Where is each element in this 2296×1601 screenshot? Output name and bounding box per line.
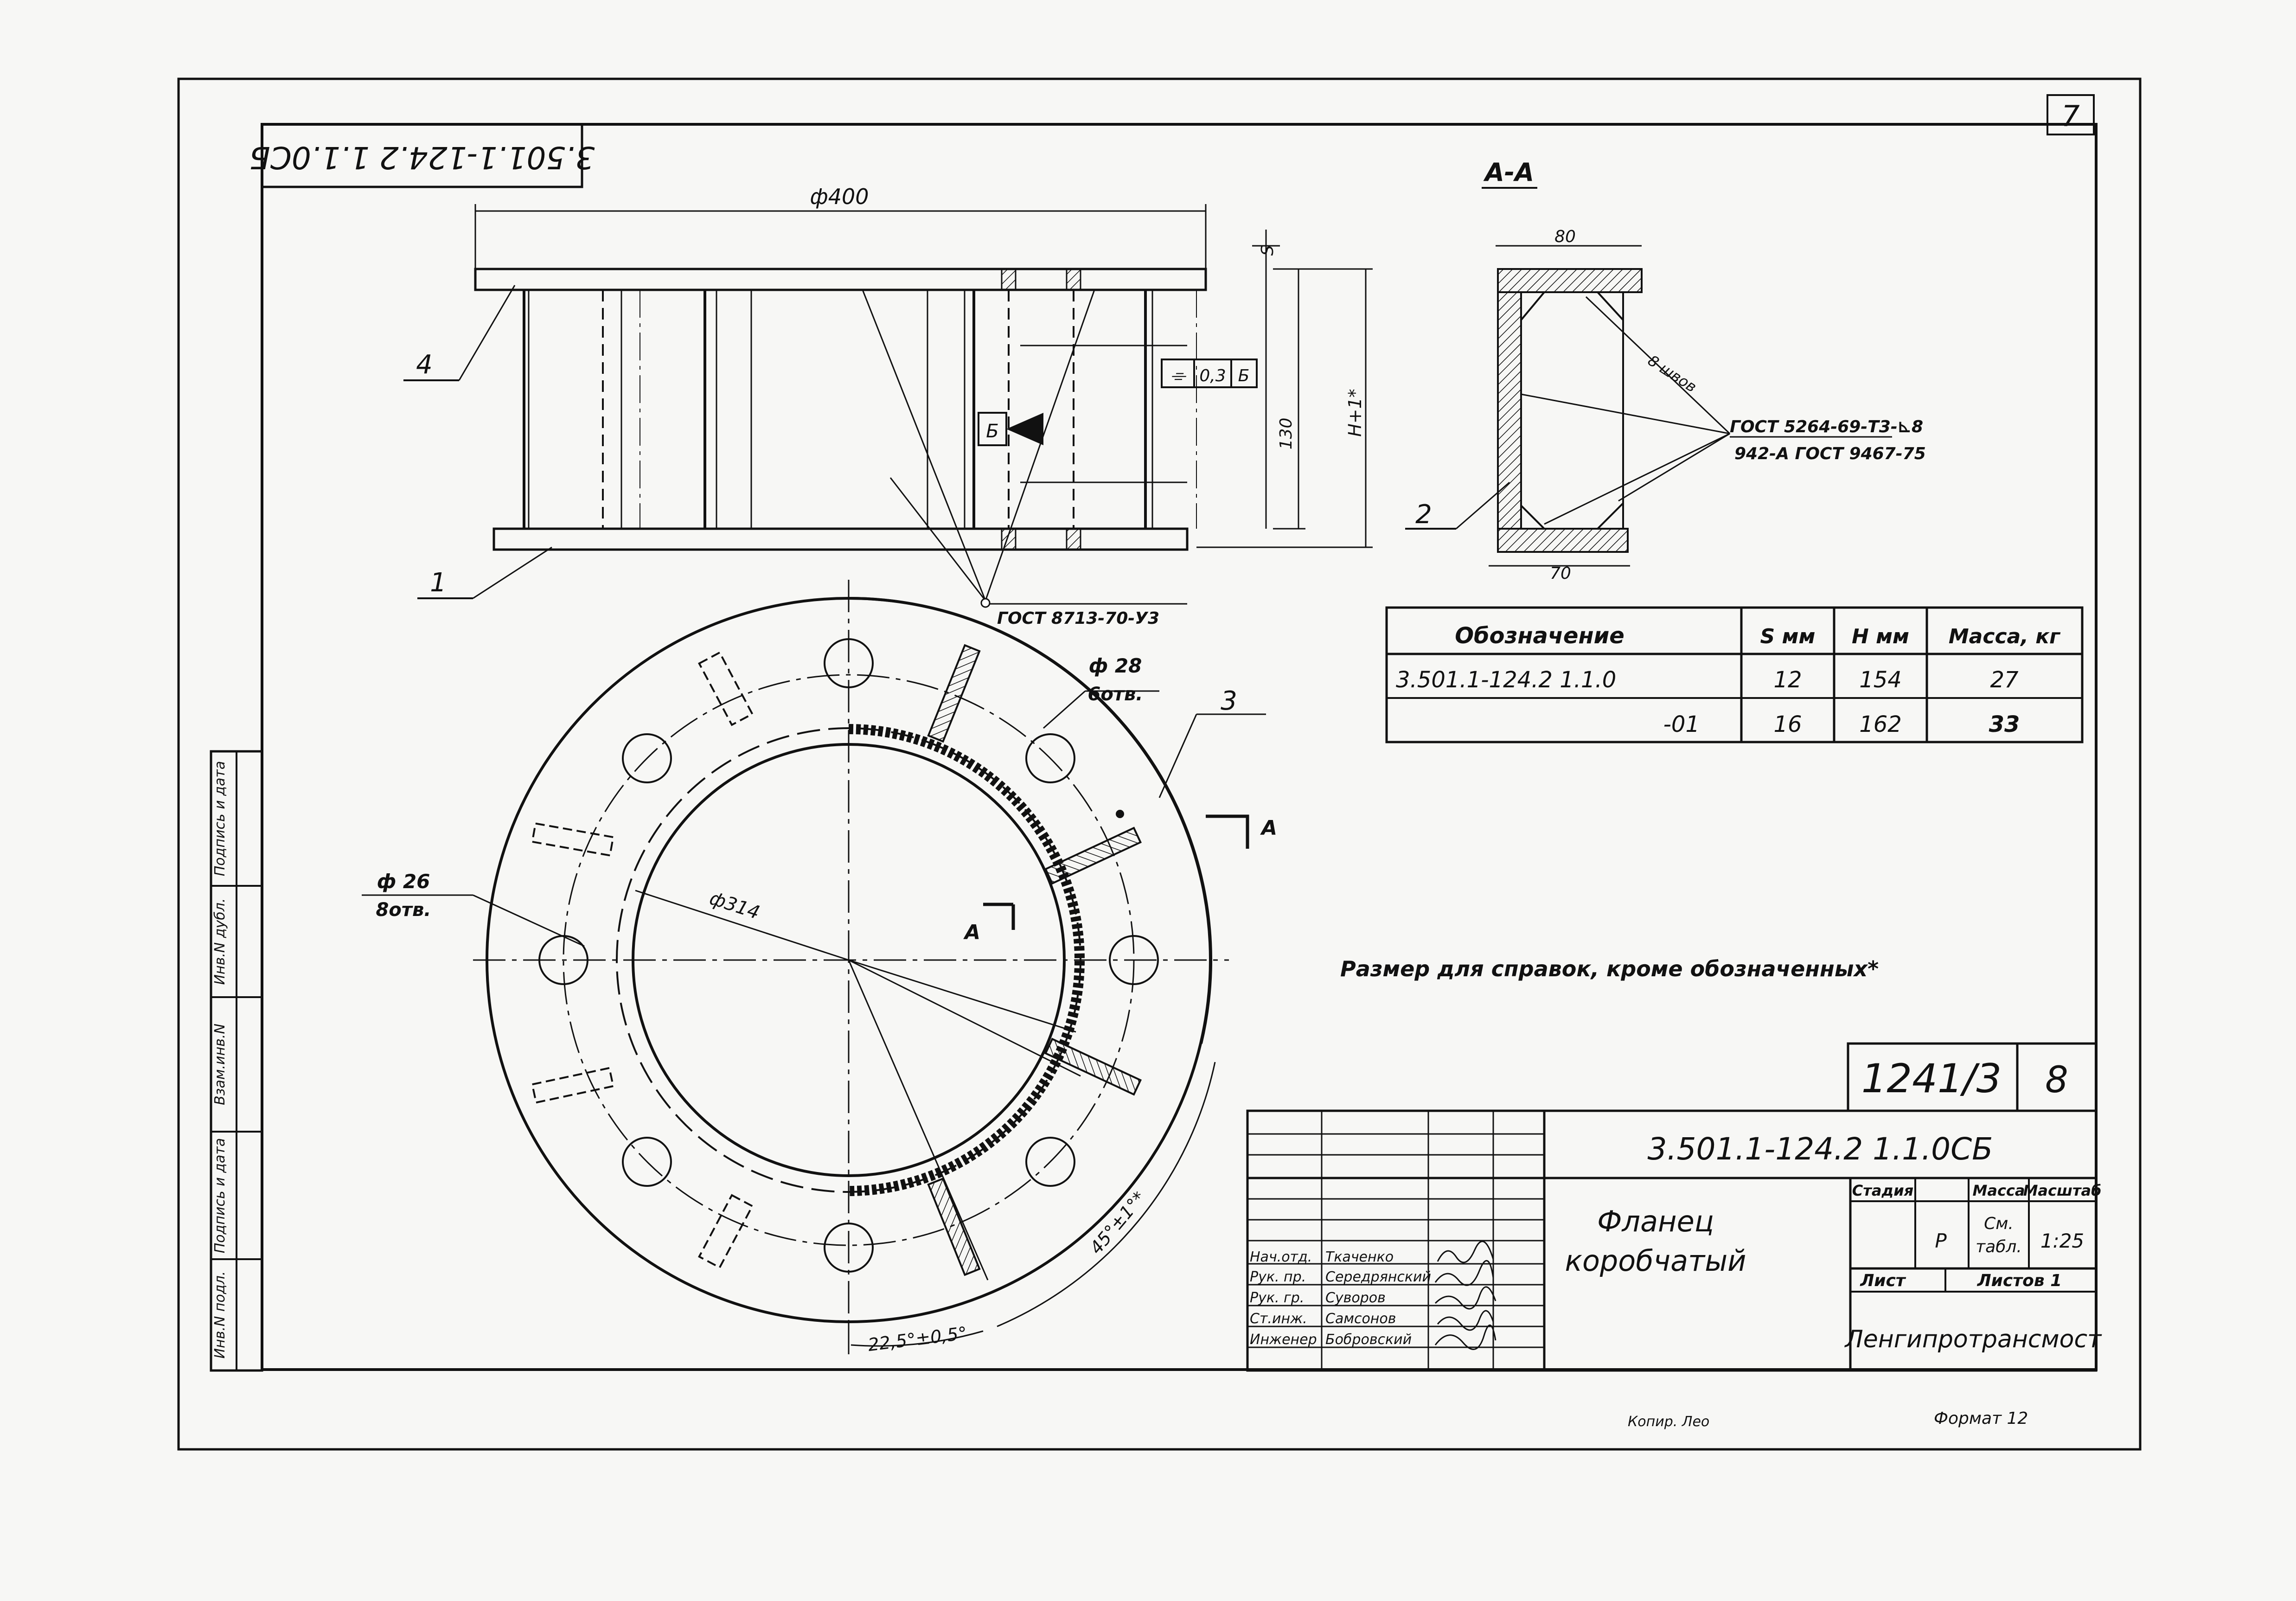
note: Размер для справок, кроме обозначенных* — [1340, 956, 1879, 981]
plan-view: ф 28 6отв. ф 26 8отв. ф314 45°±1°* 22,5°… — [362, 580, 1277, 1355]
tolerance-frame: ⌯ 0,3 Б — [1161, 359, 1258, 388]
strip-label-1: Инв.N подл. — [212, 1271, 228, 1359]
svg-text:Масштаб: Масштаб — [2023, 1182, 2102, 1199]
top-plate — [474, 268, 1207, 291]
rotated-code-box — [261, 123, 583, 188]
dim-h: Н+1* — [1345, 389, 1365, 437]
title-block: 1241/3 8 3.501.1-124.2 1.1.0СБ Нач.отд. … — [1246, 1042, 2102, 1372]
album-number: 1241/3 — [1861, 1056, 2002, 1102]
datum-triangle — [1006, 413, 1043, 445]
part-name-2: коробчатый — [1565, 1244, 1746, 1278]
svg-text:Самсонов: Самсонов — [1325, 1311, 1396, 1327]
spec-table: Обозначение S мм H мм Масса, кг 3.501.1-… — [1385, 606, 2084, 743]
bolt-holes — [538, 638, 1159, 1273]
svg-text:Б: Б — [986, 421, 998, 442]
strip-label-5: Подпись и дата — [212, 761, 228, 877]
bottom-plate — [492, 527, 1189, 551]
svg-text:Суворов: Суворов — [1325, 1290, 1386, 1306]
side-strip: Инв.N подл. Подпись и дата Взам.инв.N Ин… — [210, 750, 263, 1372]
svg-text:Бобровский: Бобровский — [1325, 1332, 1412, 1348]
dim-130: 130 — [1277, 418, 1296, 450]
svg-text:8 швов: 8 швов — [1645, 352, 1700, 396]
cut-mark-a: А — [1260, 816, 1277, 840]
strip-label-3: Взам.инв.N — [212, 1024, 228, 1105]
doc-code: 3.501.1-124.2 1.1.0СБ — [1648, 1131, 1993, 1167]
svg-text:70: 70 — [1550, 564, 1571, 583]
gost-weld: ГОСТ 8713-70-У3 — [997, 609, 1159, 628]
page-number: 8 — [2045, 1059, 2068, 1101]
svg-text:Масса: Масса — [1973, 1182, 2025, 1199]
svg-text:Р: Р — [1935, 1230, 1947, 1252]
svg-text:Середрянский: Середрянский — [1325, 1269, 1431, 1285]
spec-header-s: S мм — [1760, 625, 1816, 648]
dia-314: ф314 — [707, 888, 762, 924]
pos-1: 1 — [430, 568, 447, 598]
copy-mark: Копир. Лео — [1628, 1414, 1709, 1430]
holes-28: ф 28 — [1089, 654, 1142, 677]
svg-text:0,3: 0,3 — [1199, 366, 1226, 385]
pos-3: 3 — [1221, 686, 1237, 716]
signatures — [1434, 1241, 1497, 1350]
section-a-a: А-А 80 70 8 швов ГОСТ 5264-69-Т3-⊾8 942-… — [1405, 158, 1926, 583]
outer-border — [177, 77, 2142, 1451]
spec-row-1-designation: 3.501.1-124.2 1.1.0 — [1396, 667, 1616, 693]
inner-frame — [261, 123, 2098, 1371]
svg-text:Б: Б — [1238, 366, 1250, 385]
pos-2: 2 — [1415, 500, 1432, 530]
dim-s: S — [1258, 245, 1277, 256]
svg-text:1:25: 1:25 — [2040, 1230, 2084, 1252]
sheet-number: 7 — [2061, 99, 2079, 133]
part-name-1: Фланец — [1597, 1204, 1714, 1238]
svg-text:Нач.отд.: Нач.отд. — [1250, 1249, 1312, 1265]
pos-4: 4 — [416, 350, 433, 380]
strip-label-4: Инв.N дубл. — [212, 898, 228, 985]
spec-header-mass: Масса, кг — [1949, 625, 2061, 648]
spec-header-h: H мм — [1852, 625, 1909, 648]
rotated-code: 3.501.1-124.2 1.1.0СБ — [249, 140, 595, 175]
svg-text:Рук. гр.: Рук. гр. — [1250, 1290, 1304, 1306]
svg-text:942-А ГОСТ 9467-75: 942-А ГОСТ 9467-75 — [1734, 444, 1926, 463]
svg-text:Стадия: Стадия — [1852, 1182, 1913, 1199]
holes-28-count: 6отв. — [1087, 684, 1143, 705]
svg-text:16: 16 — [1773, 711, 1802, 737]
holes-26: ф 26 — [377, 870, 430, 893]
dim-dia-400: ф400 — [810, 184, 869, 209]
svg-text:Рук. пр.: Рук. пр. — [1250, 1269, 1306, 1285]
ribs — [531, 644, 1142, 1276]
front-view: ф400 ⌯ 0,3 Б Б — [403, 184, 1373, 628]
svg-text:Инженер: Инженер — [1250, 1332, 1317, 1348]
sheet-number-box — [2047, 94, 2095, 135]
svg-text:ГОСТ 5264-69-Т3-⊾8: ГОСТ 5264-69-Т3-⊾8 — [1730, 417, 1923, 436]
format-mark: Формат 12 — [1934, 1409, 2028, 1428]
svg-text:33: 33 — [1989, 711, 2020, 737]
svg-text:Листов 1: Листов 1 — [1977, 1271, 2062, 1290]
svg-text:Лист: Лист — [1860, 1271, 1906, 1290]
svg-text:Ткаченко: Ткаченко — [1325, 1249, 1394, 1265]
holes-26-count: 8отв. — [376, 899, 431, 921]
organization: Ленгипротрансмост — [1844, 1326, 2102, 1353]
svg-text:⌯: ⌯ — [1170, 365, 1187, 386]
strip-label-2: Подпись и дата — [212, 1138, 228, 1254]
cut-mark-a-2: А — [963, 921, 980, 944]
spec-header-designation: Обозначение — [1455, 623, 1624, 649]
angle-22-5: 22,5°±0,5° — [867, 1323, 968, 1355]
svg-text:154: 154 — [1859, 667, 1902, 693]
svg-text:80: 80 — [1554, 227, 1576, 246]
svg-text:162: 162 — [1859, 711, 1902, 737]
svg-text:Ст.инж.: Ст.инж. — [1250, 1311, 1307, 1327]
section-title: А-А — [1483, 158, 1534, 187]
svg-text:табл.: табл. — [1976, 1237, 2022, 1256]
spec-row-2-designation: -01 — [1663, 711, 1700, 737]
svg-text:12: 12 — [1773, 667, 1802, 693]
svg-text:См.: См. — [1984, 1214, 2014, 1233]
svg-text:27: 27 — [1990, 667, 2019, 693]
